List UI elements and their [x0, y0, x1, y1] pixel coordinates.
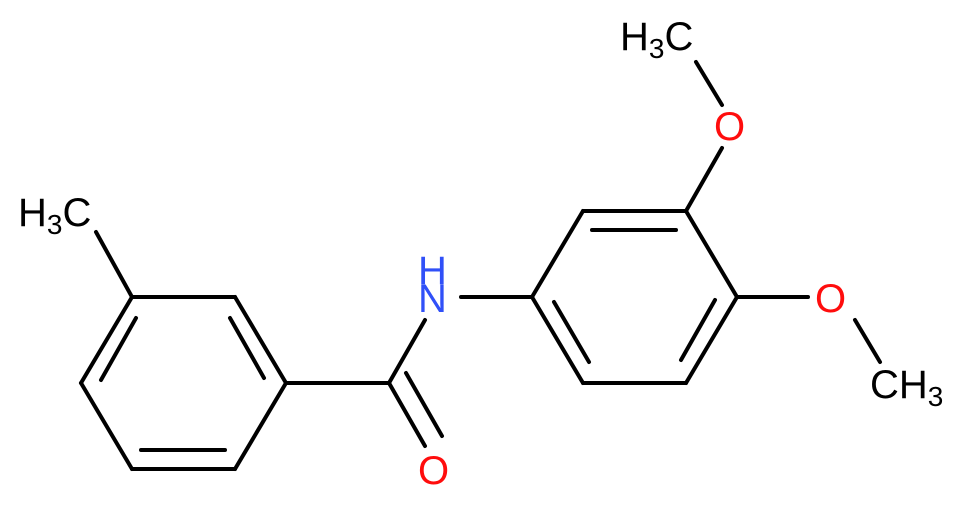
bond — [79, 381, 134, 471]
amide-n-label: N — [418, 277, 447, 321]
bond-c-o — [387, 381, 427, 448]
methyl-label-left: H3C — [18, 191, 91, 240]
bond — [684, 209, 739, 299]
methyl-label-top: H3C — [620, 15, 693, 64]
left-benzene-ring — [79, 295, 288, 471]
methoxy-oxygen-right-label: O — [815, 277, 846, 321]
right-benzene-ring — [530, 209, 739, 385]
bond-inner — [552, 300, 591, 364]
bond — [684, 295, 739, 385]
bond-inner — [99, 316, 138, 382]
amide-h-label: H — [418, 249, 447, 293]
bond — [530, 209, 585, 299]
bond-inner — [679, 298, 717, 362]
methyl-label-right: CH3 — [870, 363, 943, 412]
bond-ring-o-top — [684, 146, 724, 213]
bond-c-o-double — [404, 371, 444, 438]
methoxy-oxygen-top-label: O — [714, 105, 745, 149]
bond-c-n — [387, 318, 427, 385]
bond — [79, 295, 134, 385]
bond-o-ch3-right — [853, 318, 882, 364]
bond-inner — [228, 316, 266, 380]
bond — [530, 295, 585, 385]
bond — [233, 295, 288, 385]
bond — [233, 381, 288, 471]
bond-methyl — [94, 230, 134, 299]
carbonyl-oxygen-label: O — [418, 449, 449, 493]
bond-o-ch3-top — [694, 60, 724, 107]
